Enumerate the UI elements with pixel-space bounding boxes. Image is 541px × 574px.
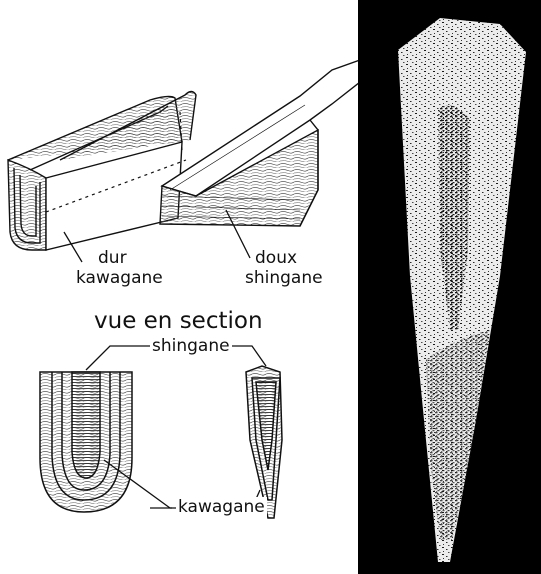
section-tapered — [246, 366, 282, 518]
label-doux: doux — [255, 248, 297, 268]
label-dur: dur — [98, 248, 127, 268]
shingane-core-drawing — [160, 60, 360, 226]
kawagane-jacket-drawing — [8, 92, 196, 251]
section-title: vue en section — [94, 308, 263, 334]
section-u-shaped — [40, 372, 132, 512]
label-kawagane-top: kawagane — [76, 268, 163, 288]
label-shingane-top: shingane — [245, 268, 323, 288]
label-kawagane-section: kawagane — [176, 497, 267, 517]
label-shingane-section: shingane — [150, 336, 232, 356]
